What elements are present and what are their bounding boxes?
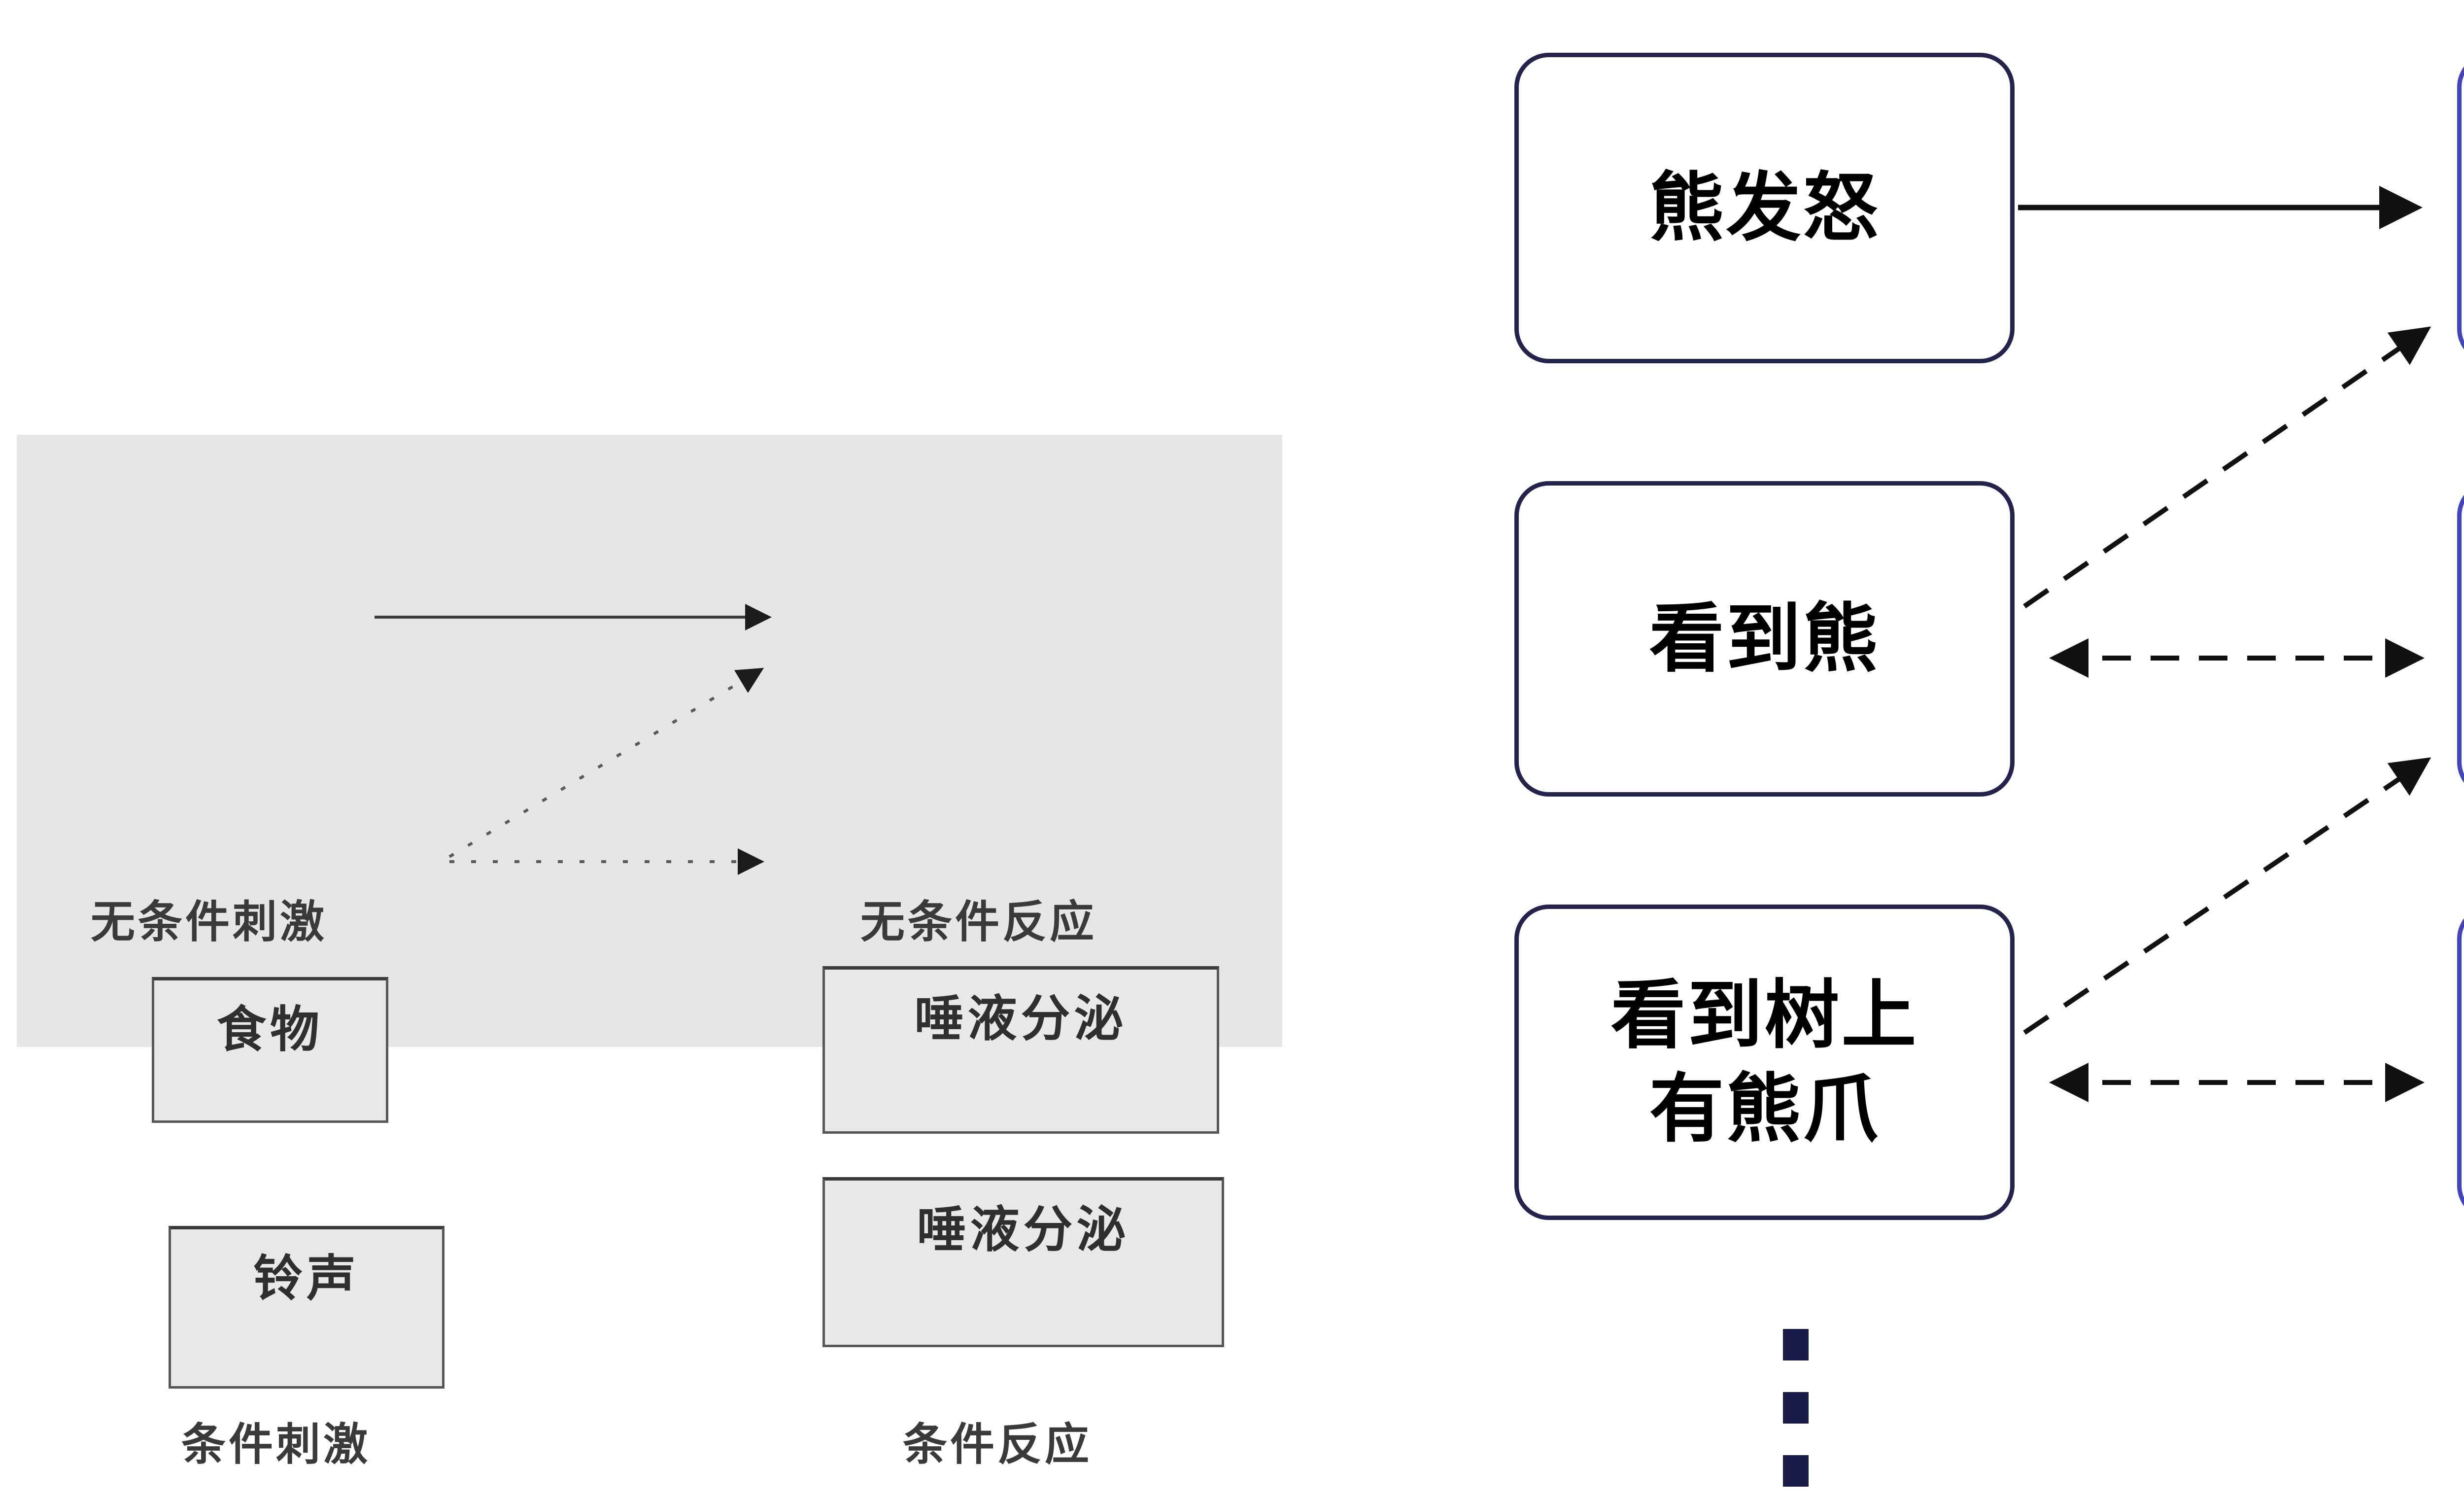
salivation-top-label: 唾液分泌 bbox=[914, 991, 1128, 1046]
bear-angry-box: 熊发怒 bbox=[1514, 53, 2015, 363]
see-bear-claw-line2: 有熊爪 bbox=[1649, 1067, 1880, 1151]
left-ellipsis-dot bbox=[1783, 1329, 1809, 1360]
salivation-top-box: 唾液分泌 bbox=[822, 966, 1219, 1134]
bear-angry-label: 熊发怒 bbox=[1649, 166, 1880, 250]
salivation-bottom-label: 唾液分泌 bbox=[917, 1202, 1130, 1257]
bear-claw-to-value-next-dashed-arrow bbox=[2023, 757, 2431, 1035]
conditioned-stimulus-label: 条件刺激 bbox=[181, 1420, 371, 1469]
food-box: 食物 bbox=[152, 977, 388, 1123]
conditioned-response-label: 条件反应 bbox=[903, 1420, 1092, 1469]
see-bear-claw-box: 看到树上 有熊爪 bbox=[1514, 905, 2015, 1220]
food-box-label: 食物 bbox=[217, 1002, 323, 1057]
left-ellipsis-dot bbox=[1783, 1455, 1809, 1487]
unconditioned-stimulus-label: 无条件刺激 bbox=[91, 898, 327, 947]
left-ellipsis-dot bbox=[1783, 1392, 1809, 1424]
salivation-bottom-box: 唾液分泌 bbox=[822, 1177, 1224, 1347]
bell-box: 铃声 bbox=[169, 1226, 445, 1389]
reward-box: 奖励 bbox=[2457, 53, 2464, 363]
see-bear-to-reward-dashed-arrow bbox=[2023, 326, 2431, 609]
value-current-state-box: V(s) bbox=[2457, 905, 2464, 1220]
see-bear-label: 看到熊 bbox=[1649, 597, 1880, 681]
value-next-state-box: V(s′) bbox=[2457, 481, 2464, 797]
conditioning-panel: 无条件刺激 无条件反应 食物 唾液分泌 铃声 唾液分泌 条件刺激 条件反应 bbox=[17, 435, 1282, 1469]
see-bear-claw-line1: 看到树上 bbox=[1610, 974, 1918, 1057]
bell-box-label: 铃声 bbox=[253, 1251, 360, 1306]
unconditioned-response-label: 无条件反应 bbox=[860, 898, 1097, 947]
see-bear-box: 看到熊 bbox=[1514, 481, 2015, 797]
